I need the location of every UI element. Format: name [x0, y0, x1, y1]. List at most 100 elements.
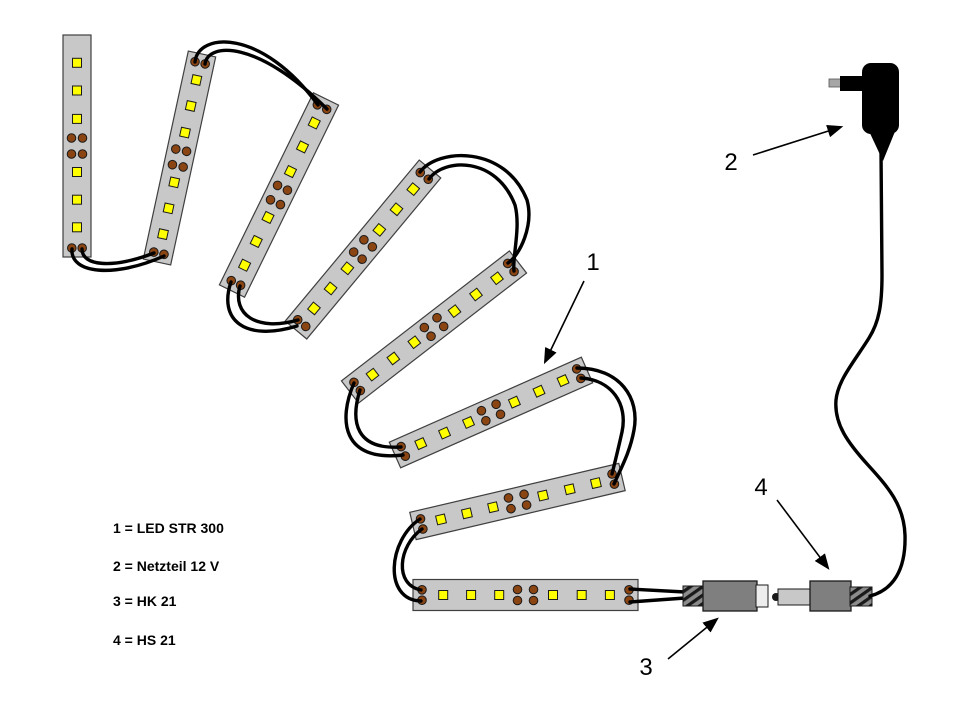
led-chip	[468, 287, 484, 302]
connection-wires-group	[70, 40, 687, 604]
led-chip	[365, 367, 380, 382]
led-strips-group	[62, 34, 639, 612]
led-chip	[556, 374, 570, 388]
connection-wire	[344, 381, 405, 458]
connection-wire	[236, 284, 300, 326]
solder-pad	[528, 584, 539, 595]
led-chip	[72, 57, 82, 68]
solder-pad	[357, 254, 367, 264]
wire-pair-4	[418, 154, 531, 273]
led-chip	[237, 258, 252, 272]
solder-pad	[521, 500, 532, 510]
led-chip	[576, 590, 587, 600]
cable-grip-hatch	[682, 585, 705, 607]
solder-pad	[367, 242, 378, 252]
led-chip	[406, 182, 421, 197]
solder-pad	[181, 146, 192, 157]
connection-wire	[579, 376, 625, 476]
solder-pad	[167, 159, 178, 170]
led-chip	[507, 395, 521, 409]
led-chip	[604, 590, 615, 600]
led-chip	[307, 116, 321, 130]
legend-line-1: 1 = LED STR 300	[113, 520, 224, 536]
callout-arrow-4	[776, 499, 830, 570]
led-chip	[532, 384, 546, 398]
end-solder-pad	[300, 321, 311, 332]
led-chip	[466, 590, 477, 600]
connection-wire	[70, 247, 166, 273]
connection-wire	[226, 280, 299, 333]
led-chip	[249, 234, 263, 249]
led-chip	[340, 261, 355, 276]
power-cord	[834, 148, 907, 598]
legend-line-3: 3 = HK 21	[113, 593, 177, 609]
led-chip	[386, 351, 401, 366]
led-chip	[261, 210, 275, 225]
connection-wire	[392, 517, 423, 603]
led-strip-5	[340, 250, 528, 404]
psu-body	[862, 63, 899, 134]
led-chip	[494, 590, 505, 600]
solder-pad	[359, 235, 369, 245]
led-chip	[461, 415, 476, 430]
led-chip	[372, 222, 387, 237]
led-chip	[162, 202, 175, 215]
led-chip	[537, 489, 550, 502]
led-chip	[414, 437, 428, 451]
plug-barrel	[777, 588, 812, 606]
solder-pad	[265, 194, 276, 205]
solder-pad	[426, 331, 436, 342]
solder-pad	[481, 415, 491, 426]
callout-arrow-3	[667, 617, 719, 660]
solder-pad	[519, 489, 529, 500]
solder-pad	[348, 247, 359, 257]
solder-pad	[171, 144, 181, 154]
callout-label-1: 1	[586, 249, 599, 276]
strip-body	[142, 50, 217, 266]
solder-pad	[282, 185, 293, 196]
led-chip	[437, 426, 452, 440]
strip-body	[412, 578, 639, 612]
connection-wire	[400, 527, 424, 592]
coupling-socket-tip	[755, 584, 769, 608]
led-chip	[72, 85, 82, 96]
plug-arm	[840, 76, 866, 91]
solder-pad	[66, 133, 77, 143]
connection-wire	[575, 366, 637, 486]
led-chip	[589, 477, 602, 490]
cord-strain-relief	[868, 129, 896, 161]
hk21-coupling	[682, 580, 769, 612]
legend-line-2: 2 = Netzteil 12 V	[113, 558, 220, 574]
wire-pair-3	[226, 280, 300, 333]
connection-wire	[203, 48, 329, 111]
solder-pad	[506, 503, 516, 514]
solder-pad	[491, 399, 501, 410]
led-chip	[306, 301, 321, 316]
solder-pad	[275, 199, 286, 210]
coupling-body	[702, 580, 758, 612]
solder-pad	[66, 149, 77, 159]
led-chip	[323, 281, 338, 296]
strip-body	[62, 34, 92, 258]
led-chip	[72, 167, 82, 177]
solder-pad	[438, 321, 449, 332]
led-chip	[407, 335, 422, 350]
led-chip	[489, 271, 504, 286]
led-chip	[190, 74, 203, 86]
connection-wire	[628, 587, 687, 594]
power-supply	[828, 63, 907, 598]
solder-pad	[528, 595, 539, 606]
led-strip-1	[62, 34, 92, 258]
legend-line-4: 4 = HS 21	[113, 632, 176, 648]
callout-arrow-1	[543, 280, 585, 365]
callout-label-2: 2	[724, 149, 737, 176]
led-chip	[72, 113, 82, 124]
solder-pad	[419, 322, 430, 333]
led-strip-4	[284, 159, 442, 340]
legend: 1 = LED STR 300 2 = Netzteil 12 V 3 = HK…	[113, 520, 224, 648]
wire-pair-8	[628, 587, 687, 604]
callout-labels-group: 1 2 3 4	[586, 149, 767, 681]
solder-pad	[476, 405, 487, 416]
